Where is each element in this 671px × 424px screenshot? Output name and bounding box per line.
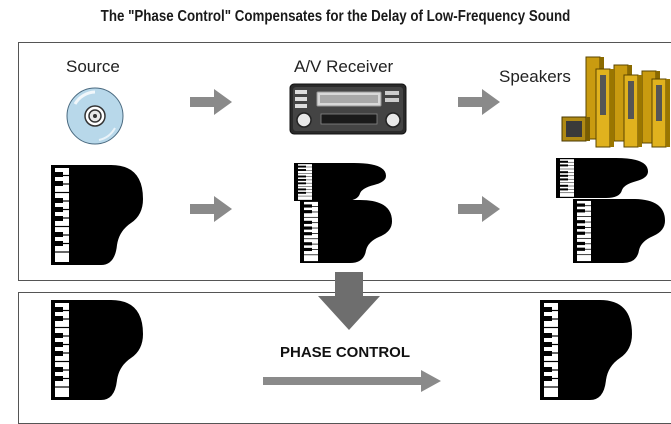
av-receiver-icon: [289, 83, 407, 135]
phase-control-label: PHASE CONTROL: [280, 344, 411, 361]
grand-piano-icon: [50, 299, 144, 401]
grand-piano-icon: [50, 164, 144, 266]
speakers-icon: [561, 56, 670, 148]
right-arrow-icon: [458, 196, 500, 222]
down-arrow-icon: [318, 272, 380, 330]
right-arrow-icon: [190, 196, 232, 222]
speakers-label: Speakers: [499, 67, 571, 86]
grand-piano-icon: [572, 198, 666, 264]
right-arrow-icon: [263, 370, 441, 392]
cd-disc-icon: [66, 87, 124, 145]
right-arrow-icon: [458, 89, 500, 115]
receiver-label: A/V Receiver: [294, 57, 394, 76]
grand-piano-icon: [299, 199, 393, 264]
diagram-title: The "Phase Control" Compensates for the …: [100, 8, 571, 25]
right-arrow-icon: [190, 89, 232, 115]
source-label: Source: [66, 57, 120, 76]
grand-piano-icon: [539, 299, 633, 401]
